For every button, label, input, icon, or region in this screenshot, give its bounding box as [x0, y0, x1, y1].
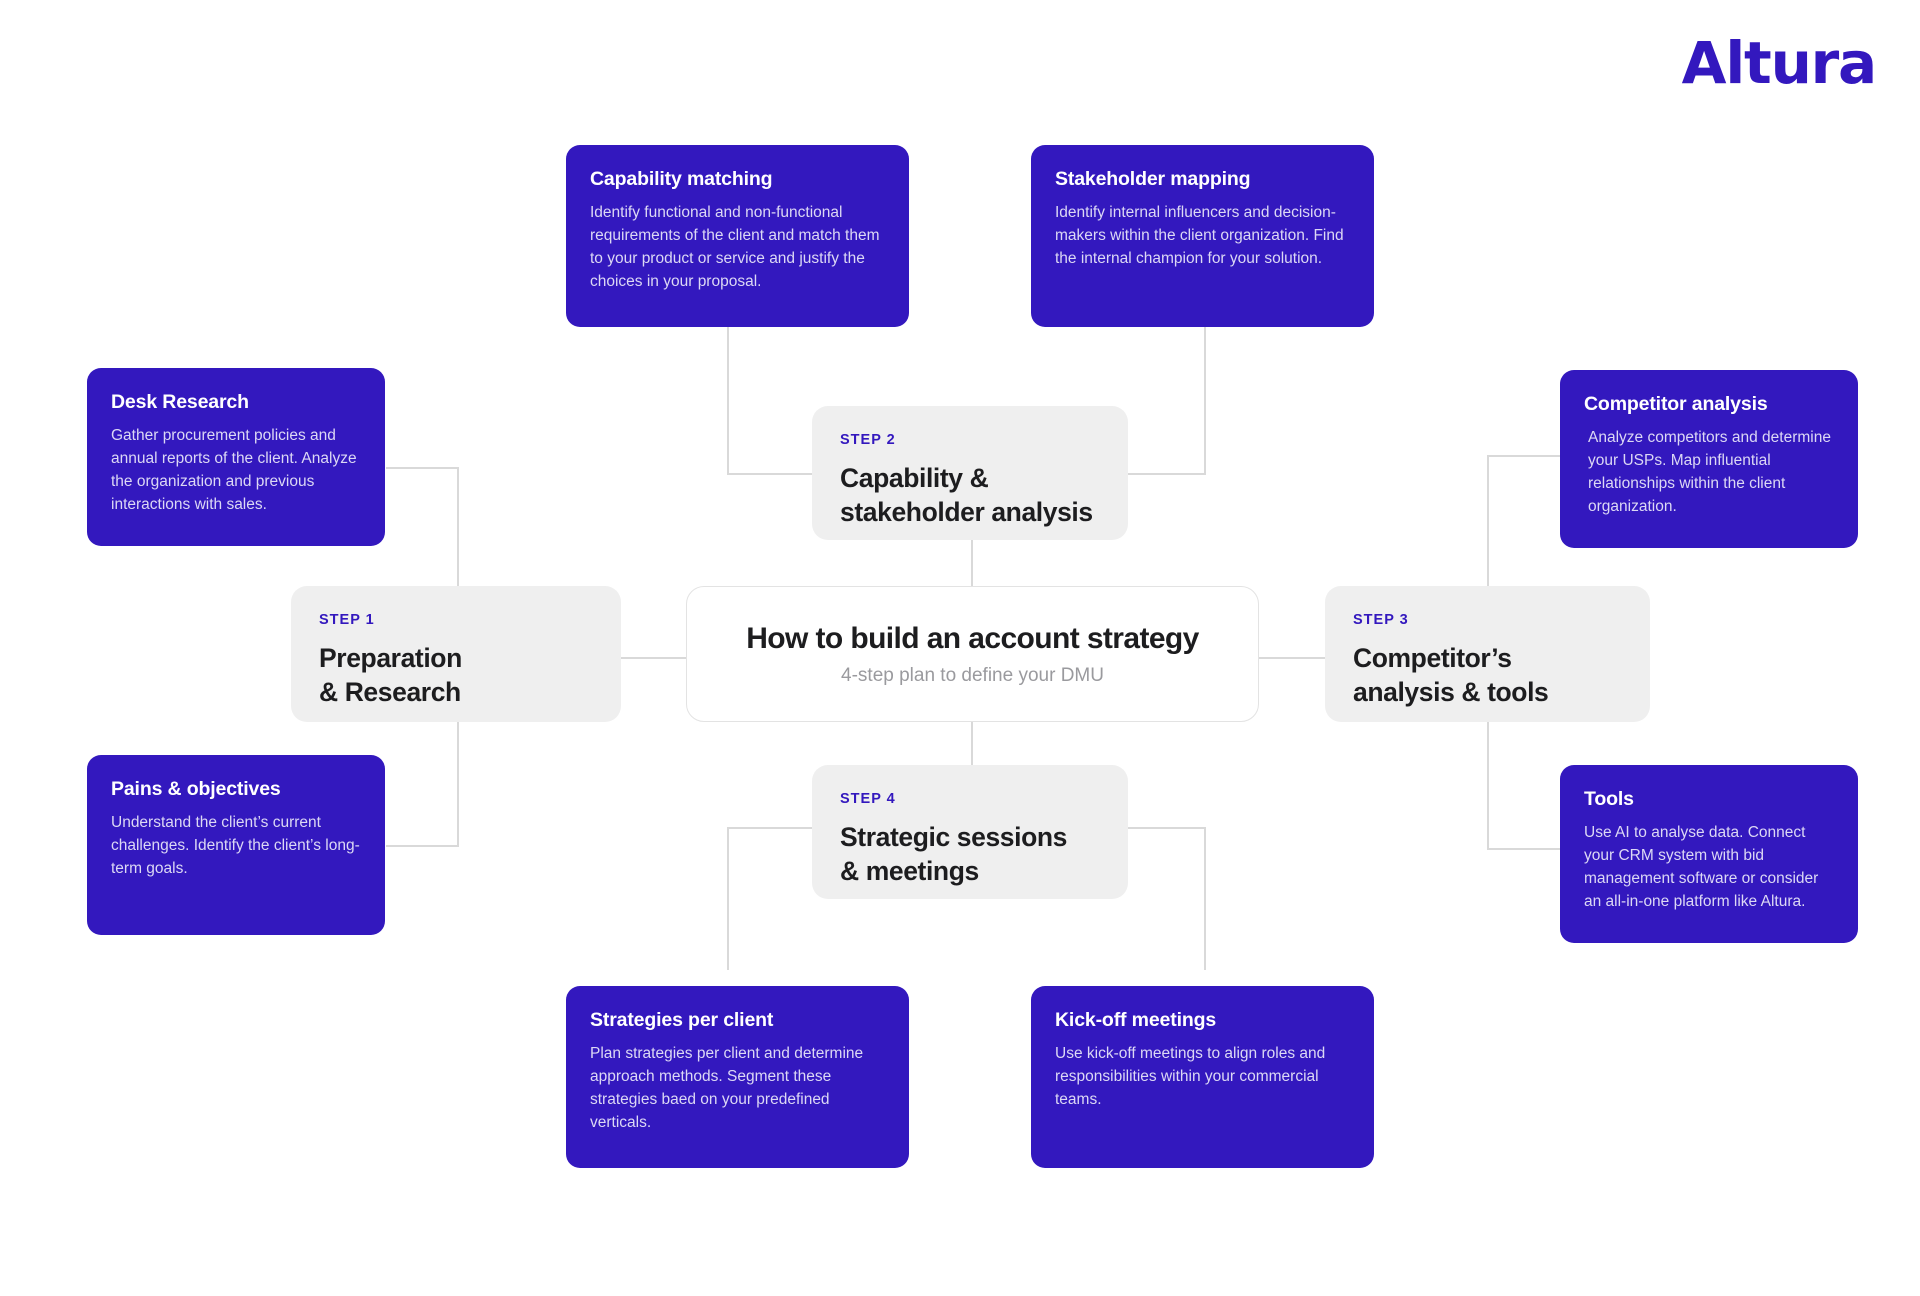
detail-card-desk-research[interactable]: Desk Research Gather procurement policie… — [87, 368, 385, 546]
step-2-title: Capability & stakeholder analysis — [840, 463, 1093, 527]
step-1-title: Preparation & Research — [319, 643, 462, 707]
detail-card-pains-objectives[interactable]: Pains & objectives Understand the client… — [87, 755, 385, 935]
card-title: Tools — [1584, 788, 1634, 810]
connector-center-step3 — [1259, 657, 1325, 659]
card-body: Analyze competitors and determine your U… — [1588, 429, 1831, 515]
connector-stakeholder-mapping-h — [1127, 473, 1206, 475]
connector-competitor-analysis-h — [1487, 455, 1560, 457]
connector-competitor-analysis-v — [1487, 455, 1489, 587]
card-body: Identify functional and non-functional r… — [590, 204, 880, 290]
card-title: Desk Research — [111, 391, 249, 413]
connector-desk-research-h — [386, 467, 459, 469]
step-2-kicker: STEP 2 — [840, 432, 896, 448]
card-body: Identify internal influencers and decisi… — [1055, 204, 1344, 267]
detail-card-capability-matching[interactable]: Capability matching Identify functional … — [566, 145, 909, 327]
page-subtitle: 4-step plan to define your DMU — [841, 664, 1104, 686]
connector-tools-h — [1487, 848, 1560, 850]
card-title: Pains & objectives — [111, 778, 281, 800]
page-title: How to build an account strategy — [746, 621, 1199, 655]
detail-card-kickoff-meetings[interactable]: Kick-off meetings Use kick-off meetings … — [1031, 986, 1374, 1168]
connector-pains-v — [457, 717, 459, 847]
connector-capability-matching-v — [727, 327, 729, 475]
step-4-kicker: STEP 4 — [840, 791, 896, 807]
step-1-kicker: STEP 1 — [319, 612, 375, 628]
card-title: Strategies per client — [590, 1009, 774, 1031]
connector-desk-research-v — [457, 467, 459, 587]
card-body: Gather procurement policies and annual r… — [111, 427, 357, 513]
connector-capability-matching-h — [727, 473, 812, 475]
card-body: Use AI to analyse data. Connect your CRM… — [1584, 824, 1819, 910]
step-node-3[interactable]: STEP 3 Competitor’s analysis & tools — [1325, 586, 1650, 722]
detail-card-strategies-per-client[interactable]: Strategies per client Plan strategies pe… — [566, 986, 909, 1168]
step-4-title: Strategic sessions & meetings — [840, 822, 1067, 886]
step-node-4[interactable]: STEP 4 Strategic sessions & meetings — [812, 765, 1128, 899]
connector-kickoff-v — [1204, 827, 1206, 970]
card-body: Use kick-off meetings to align roles and… — [1055, 1045, 1326, 1108]
step-3-kicker: STEP 3 — [1353, 612, 1409, 628]
connector-stakeholder-mapping-v — [1204, 327, 1206, 475]
connector-kickoff-h — [1127, 827, 1206, 829]
step-node-2[interactable]: STEP 2 Capability & stakeholder analysis — [812, 406, 1128, 540]
connector-step2-center — [971, 540, 973, 618]
detail-card-competitor-analysis[interactable]: Competitor analysis Analyze competitors … — [1560, 370, 1858, 548]
connector-step1-center — [621, 657, 686, 659]
card-body: Understand the client’s current challeng… — [111, 814, 360, 877]
connector-strategies-v — [727, 827, 729, 970]
connector-pains-h — [386, 845, 459, 847]
detail-card-tools[interactable]: Tools Use AI to analyse data. Connect yo… — [1560, 765, 1858, 943]
connector-tools-v — [1487, 717, 1489, 850]
step-3-title: Competitor’s analysis & tools — [1353, 643, 1549, 707]
connector-strategies-h — [727, 827, 812, 829]
center-node[interactable]: How to build an account strategy 4-step … — [686, 586, 1259, 722]
card-body: Plan strategies per client and determine… — [590, 1045, 864, 1131]
detail-card-stakeholder-mapping[interactable]: Stakeholder mapping Identify internal in… — [1031, 145, 1374, 327]
step-node-1[interactable]: STEP 1 Preparation & Research — [291, 586, 621, 722]
card-title: Stakeholder mapping — [1055, 168, 1251, 190]
altura-logo: Altura — [1681, 29, 1878, 97]
card-title: Capability matching — [590, 168, 773, 190]
card-title: Kick-off meetings — [1055, 1009, 1217, 1031]
card-title: Competitor analysis — [1584, 393, 1768, 415]
connector-center-step4 — [971, 722, 973, 776]
